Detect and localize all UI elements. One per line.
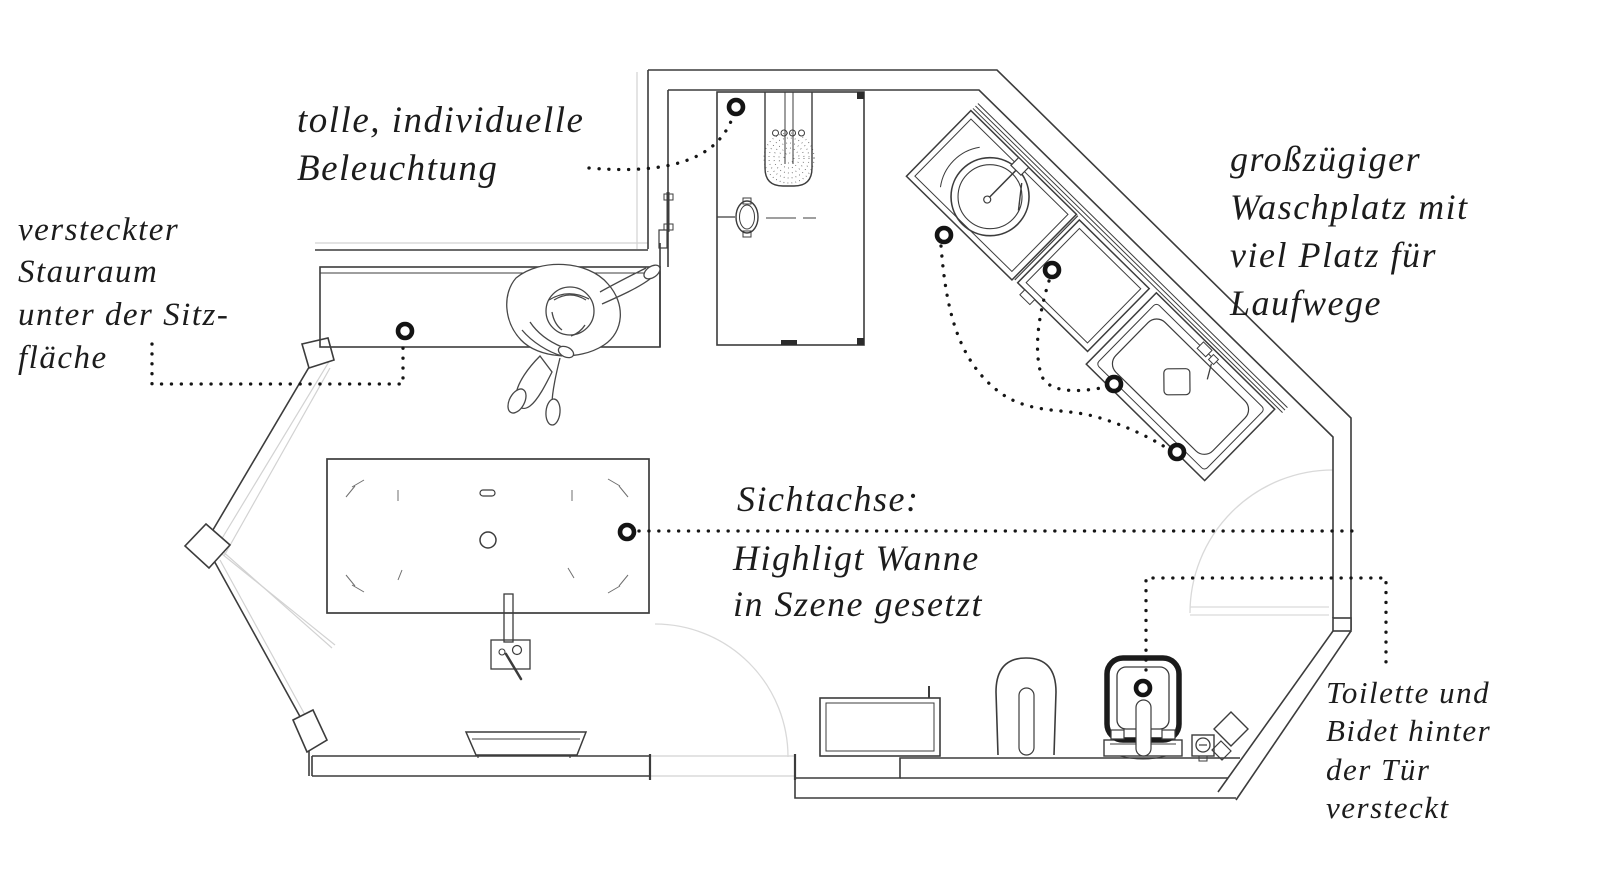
annotation-waschplatz-line-2: Waschplatz mit [1230, 187, 1469, 227]
tub-drain [479, 531, 497, 549]
annotation-beleuchtung-line-2: Beleuchtung [297, 148, 499, 189]
marker-waschplatz-4 [1167, 442, 1187, 462]
person-top-view [506, 263, 661, 426]
ghost-lines [211, 72, 795, 777]
tub-texture-ticks [345, 478, 629, 594]
rain-shower-panel [763, 92, 815, 187]
door-swing-right [1189, 469, 1334, 614]
hand-shower-holder [717, 197, 759, 238]
bathtub [326, 458, 650, 614]
vessel-bowl [464, 731, 588, 758]
vanity-cabinet [1016, 218, 1151, 353]
walls [183, 69, 1352, 801]
anchor-markers [395, 97, 1187, 698]
marker-waschplatz-3 [1104, 374, 1124, 394]
counter-back-edge [972, 103, 1288, 414]
shower [658, 91, 865, 346]
marker-waschplatz-2 [1042, 260, 1062, 280]
annotation-waschplatz-line-4: Laufwege [1230, 283, 1382, 323]
annotation-toilette-line-1: Toilette und [1326, 675, 1491, 710]
annotation-waschplatz-line-1: großzügiger [1230, 139, 1422, 179]
wash-place [905, 103, 1288, 482]
annotation-sichtachse-line-3: in Szene gesetzt [733, 584, 983, 624]
annotation-stauraum-line-2: Stauraum [18, 254, 159, 290]
rain-spray-dots [763, 132, 815, 184]
bidet [995, 657, 1057, 756]
leader-stauraum [150, 340, 405, 386]
marker-sichtachse [617, 522, 637, 542]
annotation-toilette-line-4: versteckt [1326, 790, 1450, 825]
wall-holder [1211, 711, 1249, 761]
shower-door-handle [658, 192, 674, 249]
floor-tub-filler [490, 593, 531, 681]
leader-lines [150, 114, 1388, 672]
annotation-sichtachse-line-1: Sichtachse: [737, 479, 920, 519]
annotation-stauraum-line-4: fläche [18, 340, 108, 376]
door-leaf-right [1190, 606, 1329, 616]
marker-stauraum [395, 321, 415, 341]
annotation-toilette-line-2: Bidet hinter [1326, 713, 1492, 748]
annotation-beleuchtung-line-1: tolle, individuelle [297, 100, 585, 141]
counter-washbasin [1085, 291, 1276, 482]
marker-beleuchtung [726, 97, 746, 117]
leader-toilette [1144, 576, 1388, 672]
leader-beleuchtung [587, 114, 735, 172]
tub-overflow [479, 489, 496, 497]
annotation-stauraum-line-3: unter der Sitz- [18, 297, 230, 333]
floor-connection-box [1191, 734, 1215, 762]
low-cabinet [819, 686, 941, 757]
toilet [1103, 655, 1183, 760]
annotation-sichtachse-line-2: Highligt Wanne [733, 538, 980, 578]
annotation-toilette-line-3: der Tür [1326, 752, 1431, 787]
leader-waschplatz-b [1035, 279, 1108, 393]
round-washbasin [905, 109, 1078, 282]
marker-waschplatz-1 [934, 225, 954, 245]
annotation-waschplatz-line-3: viel Platz für [1230, 235, 1437, 275]
door-swing-arcs [654, 469, 1334, 758]
bench-seat [319, 266, 661, 348]
annotation-stauraum-line-1: versteckter [18, 212, 180, 248]
door-swing-left [654, 623, 789, 758]
marker-toilette [1133, 678, 1153, 698]
